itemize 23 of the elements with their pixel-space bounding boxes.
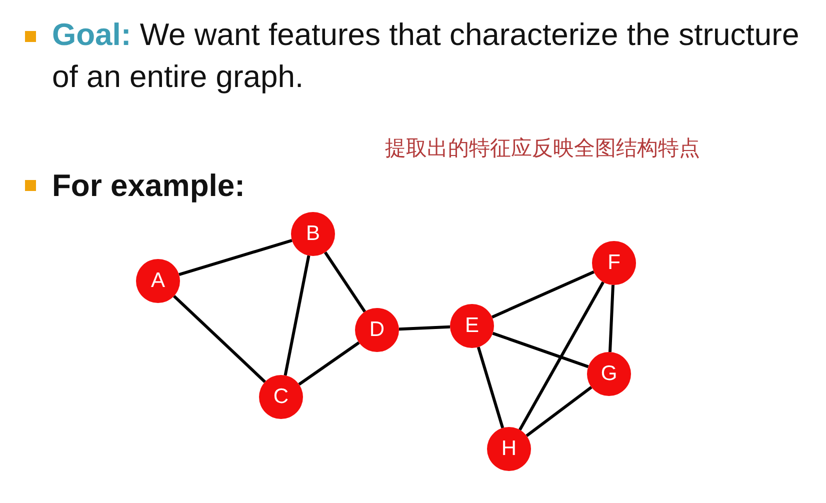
graph-node: E xyxy=(450,304,494,348)
graph-node: G xyxy=(587,352,631,396)
graph-node: D xyxy=(355,308,399,352)
edge-line xyxy=(284,255,310,376)
edge-line xyxy=(398,325,450,331)
edge-line xyxy=(178,238,292,276)
bullet-text: For example: xyxy=(52,167,246,205)
edge-line xyxy=(608,284,614,352)
bullet-text: Goal: We want features that characterize the structure of an entire graph. xyxy=(52,16,800,96)
edge-line xyxy=(298,341,360,386)
edge-line xyxy=(324,251,366,313)
graph-node: H xyxy=(487,427,531,471)
edge-line xyxy=(526,386,592,437)
graph-node: F xyxy=(592,241,636,285)
edge-line xyxy=(172,295,266,383)
edge-line xyxy=(492,332,589,368)
graph-node: B xyxy=(291,212,335,256)
edge-line xyxy=(492,270,594,318)
edge-line xyxy=(476,346,504,428)
edge-line xyxy=(518,281,604,431)
graph-node: C xyxy=(259,375,303,419)
handwritten-note: 提取出的特征应反映全图结构特点 xyxy=(385,135,701,162)
graph-node: A xyxy=(136,259,180,303)
